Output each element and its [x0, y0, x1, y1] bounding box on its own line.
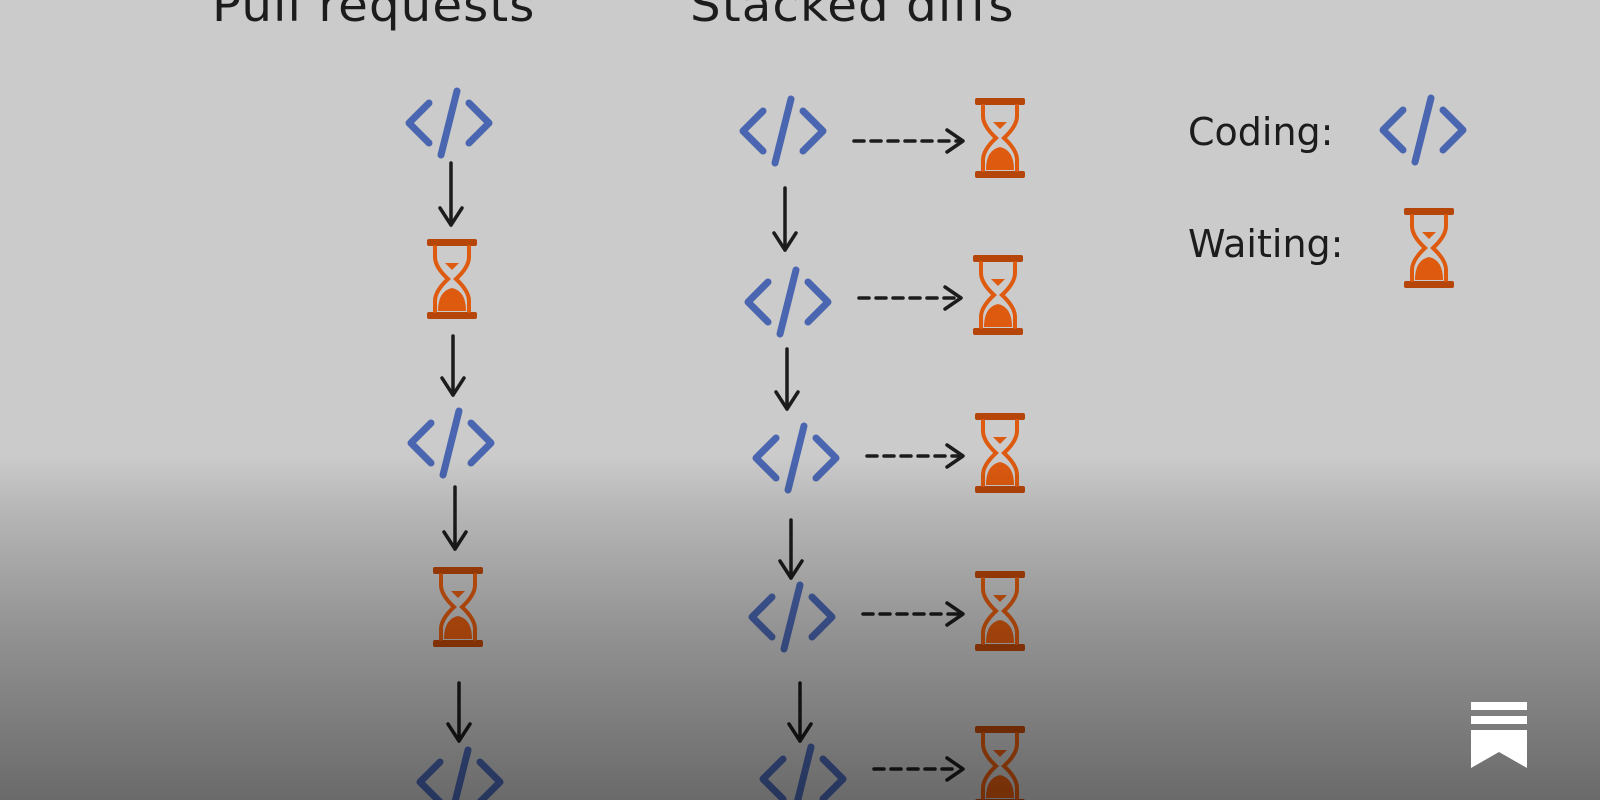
- pr-flow-arrow: [440, 334, 466, 397]
- stacked-step-3-hourglass-icon: [975, 413, 1025, 493]
- stacked-flow-arrow: [772, 186, 798, 252]
- pr-flow-arrow: [438, 161, 464, 227]
- stacked-step-2-code-icon: [744, 266, 832, 338]
- stacked-review-dashed-arrow: [872, 756, 965, 782]
- stacked-review-dashed-arrow: [852, 128, 965, 154]
- pr-step-1-code-icon: [405, 87, 493, 159]
- stacked-review-dashed-arrow: [857, 285, 963, 311]
- legend-waiting-label: Waiting:: [1188, 222, 1344, 266]
- legend-hourglass-icon: [1404, 208, 1454, 288]
- legend-code-icon: [1379, 94, 1467, 166]
- pr-step-2-hourglass-icon: [427, 239, 477, 319]
- stacked-step-5-code-icon: [759, 743, 847, 800]
- pr-step-4-hourglass-icon: [433, 567, 483, 647]
- stacked-step-5-hourglass-icon: [975, 726, 1025, 800]
- stacked-flow-arrow: [774, 347, 800, 411]
- pr-step-5-code-icon: [416, 746, 504, 800]
- stacked-step-1-code-icon: [739, 95, 827, 167]
- stacked-step-2-hourglass-icon: [973, 255, 1023, 335]
- pr-flow-arrow: [446, 681, 472, 743]
- stacked-diffs-title: Stacked diffs: [690, 0, 1015, 32]
- stacked-step-1-hourglass-icon: [975, 98, 1025, 178]
- substack-bookmark-icon: [1471, 702, 1527, 768]
- stacked-flow-arrow: [778, 518, 804, 580]
- pull-requests-title: Pull requests: [212, 0, 536, 32]
- pr-step-3-code-icon: [407, 407, 495, 479]
- stacked-review-dashed-arrow: [865, 443, 965, 469]
- stacked-step-4-code-icon: [748, 581, 836, 653]
- pr-flow-arrow: [442, 485, 468, 551]
- stacked-step-4-hourglass-icon: [975, 571, 1025, 651]
- stacked-review-dashed-arrow: [861, 601, 965, 627]
- legend-coding-label: Coding:: [1188, 110, 1334, 154]
- stacked-step-3-code-icon: [752, 422, 840, 494]
- stacked-flow-arrow: [787, 681, 813, 743]
